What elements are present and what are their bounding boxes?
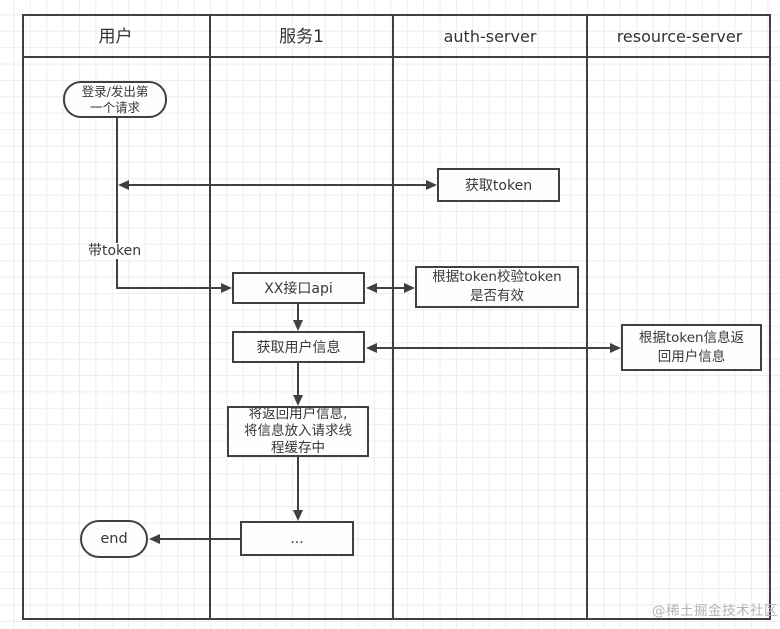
arrowhead-to-cache-icon — [293, 395, 303, 406]
edge-api-validate — [376, 287, 406, 289]
arrowhead-to-gettoken-icon — [426, 180, 437, 190]
lane-header-auth-server: auth-server — [443, 27, 537, 46]
arrowhead-to-resource-icon — [610, 343, 621, 353]
arrowhead-to-user-icon — [118, 180, 129, 190]
node-ellipsis: ... — [240, 521, 354, 556]
watermark-text: @稀土掘金技术社区 — [652, 603, 778, 619]
arrowhead-to-getinfo-left-icon — [366, 343, 377, 353]
edge-user-to-api — [116, 287, 222, 289]
arrowhead-to-api-icon — [366, 283, 377, 293]
node-cache-user-info: 将返回用户信息, 将信息放入请求线 程缓存中 — [227, 406, 369, 457]
lane-divider-1 — [209, 14, 211, 620]
edge-user-gettoken — [128, 184, 428, 186]
node-start: 登录/发出第 一个请求 — [63, 81, 167, 118]
node-get-user-info: 获取用户信息 — [232, 331, 365, 363]
node-validate-token: 根据token校验token 是否有效 — [415, 266, 579, 308]
lifeline-user — [116, 117, 118, 289]
lane-divider-2 — [392, 14, 394, 620]
header-divider — [22, 56, 771, 58]
lane-divider-3 — [586, 14, 588, 620]
swimlane-frame — [22, 14, 771, 620]
arrowhead-to-ellipsis-icon — [293, 510, 303, 521]
arrowhead-to-end-icon — [149, 534, 160, 544]
lane-header-user: 用户 — [98, 27, 133, 47]
edge-getinfo-resource — [376, 347, 612, 349]
edge-getinfo-cache — [297, 362, 299, 396]
node-get-token: 获取token — [437, 168, 560, 202]
node-end: end — [80, 520, 148, 558]
lane-header-resource-server: resource-server — [616, 27, 743, 46]
node-xx-api: XX接口api — [232, 272, 365, 304]
edge-cache-ellipsis — [297, 456, 299, 511]
arrowhead-to-validate-icon — [404, 283, 415, 293]
edge-label-with-token: 带token — [86, 243, 144, 259]
node-return-user-info: 根据token信息返 回用户信息 — [621, 324, 762, 371]
edge-ellipsis-end — [159, 538, 240, 540]
edge-api-getinfo — [297, 303, 299, 321]
arrowhead-to-getinfo-icon — [293, 320, 303, 331]
arrowhead-into-api-icon — [221, 283, 232, 293]
lane-header-service1: 服务1 — [279, 27, 324, 47]
